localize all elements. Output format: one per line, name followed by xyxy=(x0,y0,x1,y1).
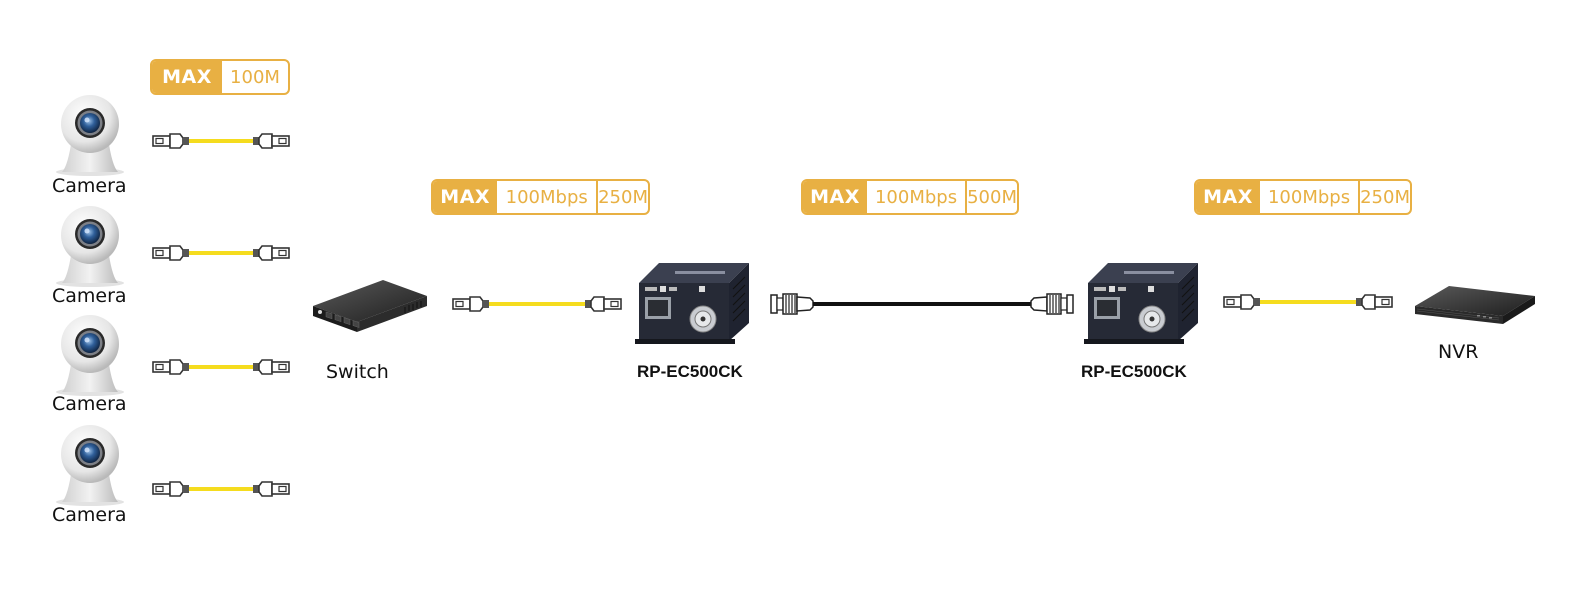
webcam-icon xyxy=(56,425,124,506)
webcam-icon xyxy=(56,315,124,396)
ethernet-extender-icon xyxy=(1084,263,1198,344)
rj45-cable-icon xyxy=(152,481,290,497)
distance-value: 250M xyxy=(596,181,648,213)
switch-link-badge: MAX 100Mbps 250M xyxy=(431,179,650,215)
extender-tx-label: RP-EC500CK xyxy=(637,362,743,381)
bnc-cable-icon xyxy=(770,293,1074,315)
nvr-icon xyxy=(1415,286,1535,324)
camera-label: Camera xyxy=(52,504,127,526)
distance-value: 500M xyxy=(965,181,1017,213)
rj45-cable-icon xyxy=(152,359,290,375)
max-label: MAX xyxy=(1196,181,1260,213)
network-switch-icon xyxy=(313,280,427,332)
max-label: MAX xyxy=(803,181,867,213)
max-label: MAX xyxy=(433,181,498,213)
switch-label: Switch xyxy=(326,361,389,383)
camera-label: Camera xyxy=(52,285,127,307)
rj45-cable-icon xyxy=(152,133,290,149)
max-label: MAX xyxy=(152,61,222,93)
rj45-cable-icon xyxy=(152,245,290,261)
extender-rx-label: RP-EC500CK xyxy=(1081,362,1187,381)
webcam-icon xyxy=(56,95,124,176)
nvr-label: NVR xyxy=(1438,341,1479,363)
webcam-icon xyxy=(56,206,124,287)
distance-value: 100M xyxy=(230,66,280,88)
camera-link-badge: MAX 100M xyxy=(150,59,290,95)
distance-value: 250M xyxy=(1358,181,1410,213)
camera-label: Camera xyxy=(52,175,127,197)
coax-link-badge: MAX 100Mbps 500M xyxy=(801,179,1019,215)
ethernet-extender-icon xyxy=(635,263,749,344)
bandwidth-value: 100Mbps xyxy=(874,186,958,208)
nvr-link-badge: MAX 100Mbps 250M xyxy=(1194,179,1412,215)
rj45-cable-icon xyxy=(452,296,622,312)
bandwidth-value: 100Mbps xyxy=(505,186,588,208)
rj45-cable-icon xyxy=(1223,294,1393,310)
bandwidth-value: 100Mbps xyxy=(1267,186,1351,208)
camera-label: Camera xyxy=(52,393,127,415)
